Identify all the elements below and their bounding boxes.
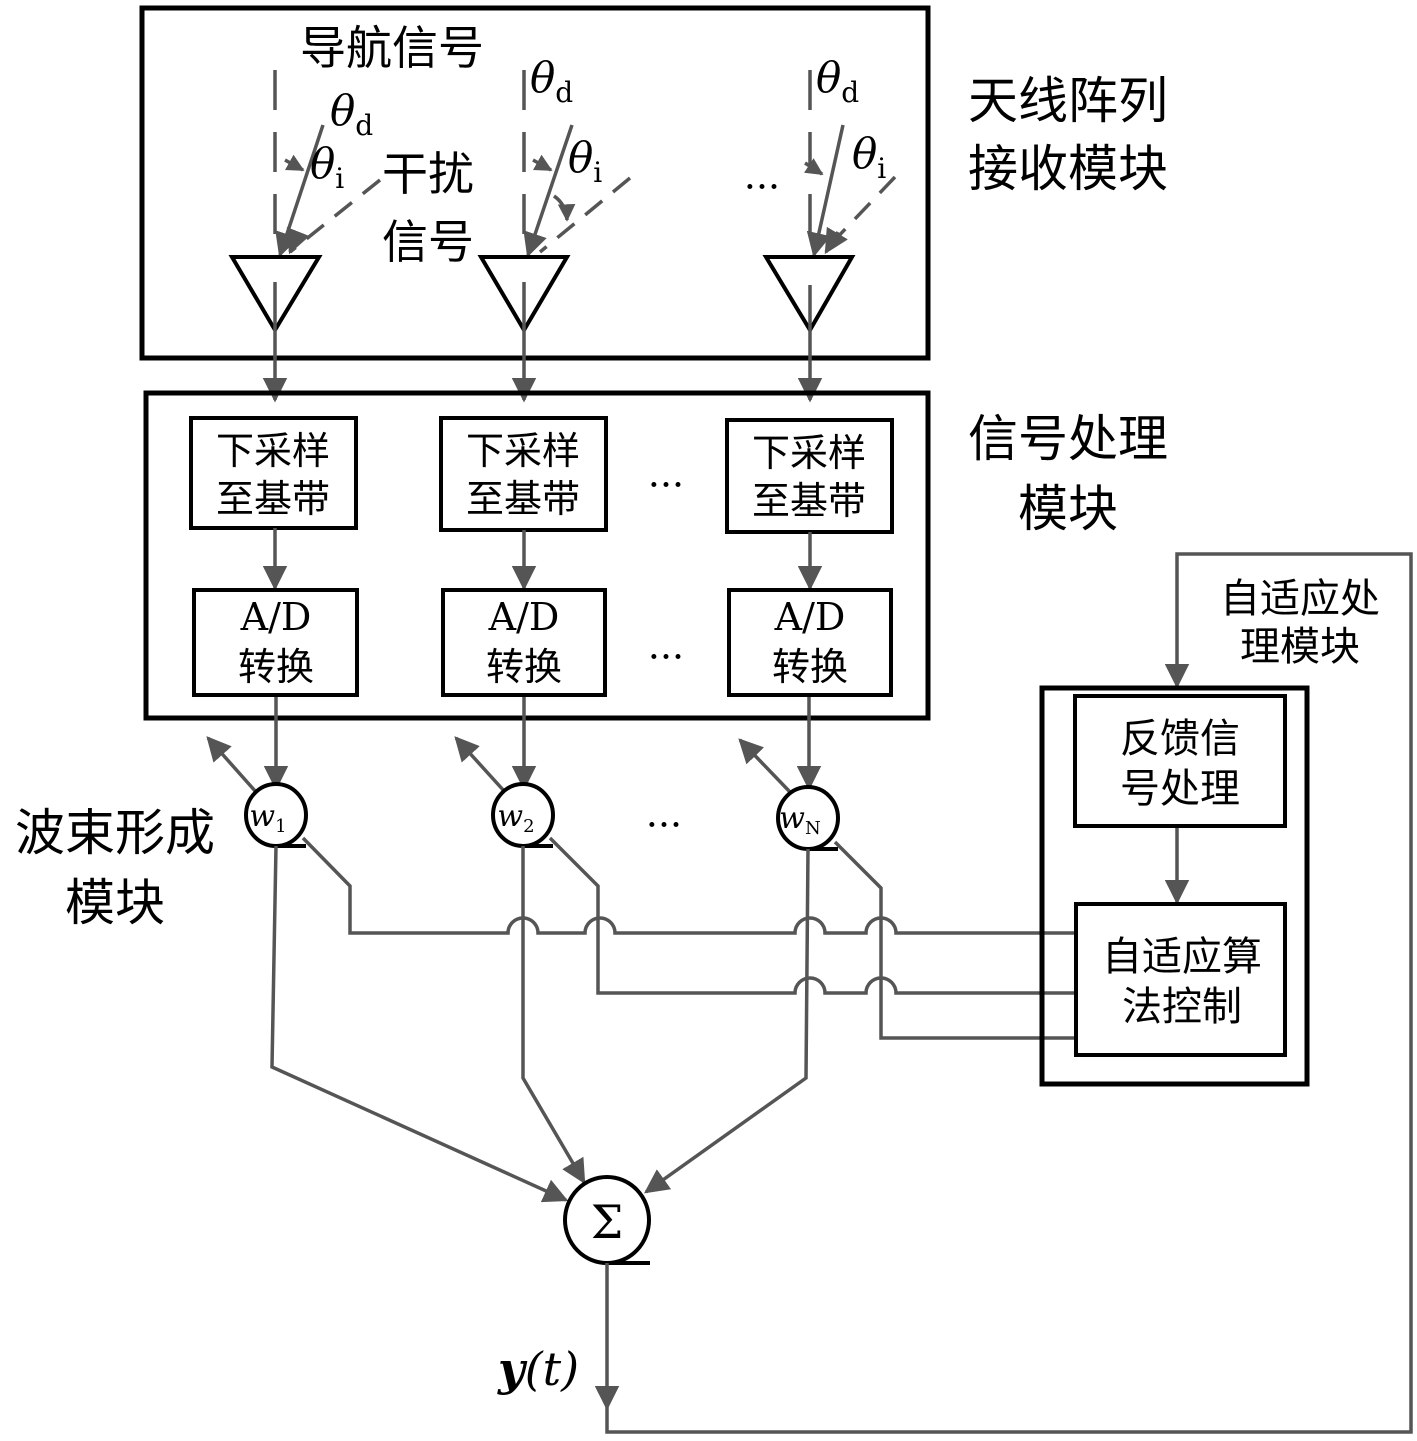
downconvert-label-2: 至基带	[466, 477, 580, 521]
weight-control-lines	[301, 836, 1082, 1040]
signal-processing-module-label-1: 信号处理	[968, 410, 1168, 468]
sigma-label: Σ	[591, 1195, 624, 1249]
interference-signal-label-2: 信号	[382, 215, 474, 269]
weight-adjust-arrow	[454, 736, 507, 794]
antenna-array-module-label-2: 接收模块	[968, 140, 1168, 198]
adaptive-processing-module-frame	[1039, 685, 1310, 1087]
adc-ellipsis: ···	[648, 635, 684, 679]
weight-label: w1	[249, 799, 286, 837]
adc-label-1: A/D	[240, 595, 312, 639]
feedback-line	[605, 552, 1413, 1434]
antenna-ellipsis: ···	[744, 165, 780, 209]
adc-block	[192, 588, 359, 697]
control-line-wn	[833, 840, 1078, 1040]
algorithm-label-1: 自适应算	[1102, 934, 1262, 980]
theta-i-label: θi	[852, 129, 886, 185]
channel-1-processing: 下采样 至基带 A/D 转换	[189, 416, 359, 697]
antenna-array-module-frame	[139, 5, 931, 361]
control-line-w1	[301, 836, 1078, 935]
adaptive-processing-module-label-2: 理模块	[1240, 624, 1360, 670]
output-label: y(t)	[497, 1342, 579, 1396]
angle-arrow	[804, 158, 824, 176]
feedback-label-2: 号处理	[1120, 766, 1240, 812]
antenna-element-1: θd θi	[228, 70, 382, 403]
desired-signal-arrow	[806, 124, 845, 258]
angle-arc	[552, 194, 576, 222]
weight-label: wN	[779, 801, 820, 839]
adc-label-1: A/D	[774, 595, 846, 639]
adaptive-algorithm-control-block	[1074, 902, 1287, 1057]
summer-node: Σ	[563, 1175, 651, 1265]
angle-arrow	[284, 154, 305, 172]
interference-signal-dashed	[538, 176, 632, 254]
signal-processing-module-label-2: 模块	[1018, 480, 1118, 538]
interference-signal-dashed	[828, 175, 897, 247]
weight-ellipsis: ···	[646, 803, 682, 847]
desired-signal-arrow	[523, 124, 574, 258]
adc-block	[727, 588, 893, 697]
theta-i-label: θi	[568, 133, 602, 189]
channel-2-processing: 下采样 至基带 A/D 转换	[439, 416, 608, 697]
downconvert-ellipsis: ···	[648, 463, 684, 507]
weight-output-lines	[270, 845, 810, 1203]
adc-block	[441, 588, 607, 697]
theta-d-label: θd	[330, 86, 373, 142]
theta-i-label: θi	[310, 139, 344, 195]
feedback-signal-processing-block	[1073, 694, 1287, 828]
interference-signal-label-1: 干扰	[382, 147, 474, 201]
weight-node-n: wN	[738, 697, 840, 851]
weight-adjust-arrow	[738, 738, 792, 794]
downconvert-label-1: 下采样	[216, 429, 330, 473]
downconvert-block	[439, 416, 608, 532]
adc-label-2: 转换	[486, 645, 562, 689]
theta-d-label: θd	[816, 53, 859, 109]
beamforming-module-label-1: 波束形成	[15, 804, 215, 862]
downconvert-block	[725, 418, 894, 534]
weight-adjust-arrow	[206, 736, 258, 794]
interference-signal-dashed	[288, 178, 382, 254]
channel-n-processing: 下采样 至基带 A/D 转换	[725, 418, 894, 697]
downconvert-label-1: 下采样	[752, 431, 866, 475]
adc-label-2: 转换	[238, 645, 314, 689]
navigation-signal-label: 导航信号	[300, 21, 484, 75]
downconvert-label-2: 至基带	[216, 477, 330, 521]
antenna-element-2: θd θi	[477, 53, 632, 403]
downconvert-block	[189, 416, 358, 530]
weight-node-2: w2	[454, 697, 555, 848]
downconvert-label-2: 至基带	[752, 479, 866, 523]
downconvert-label-1: 下采样	[466, 429, 580, 473]
adc-label-2: 转换	[772, 645, 848, 689]
signal-processing-module-frame	[143, 390, 931, 721]
weight-label: w2	[497, 799, 534, 837]
angle-arrow	[532, 154, 553, 172]
theta-d-label: θd	[530, 53, 573, 109]
feedback-label-1: 反馈信	[1120, 716, 1240, 762]
adc-label-1: A/D	[488, 595, 560, 639]
antenna-element-n: θd θi	[762, 53, 897, 403]
antenna-array-module-label-1: 天线阵列	[968, 72, 1168, 130]
control-line-w2	[548, 836, 1082, 995]
algorithm-label-2: 法控制	[1122, 984, 1242, 1030]
adaptive-processing-module-label-1: 自适应处	[1220, 576, 1380, 622]
beamforming-module-label-2: 模块	[65, 874, 165, 932]
